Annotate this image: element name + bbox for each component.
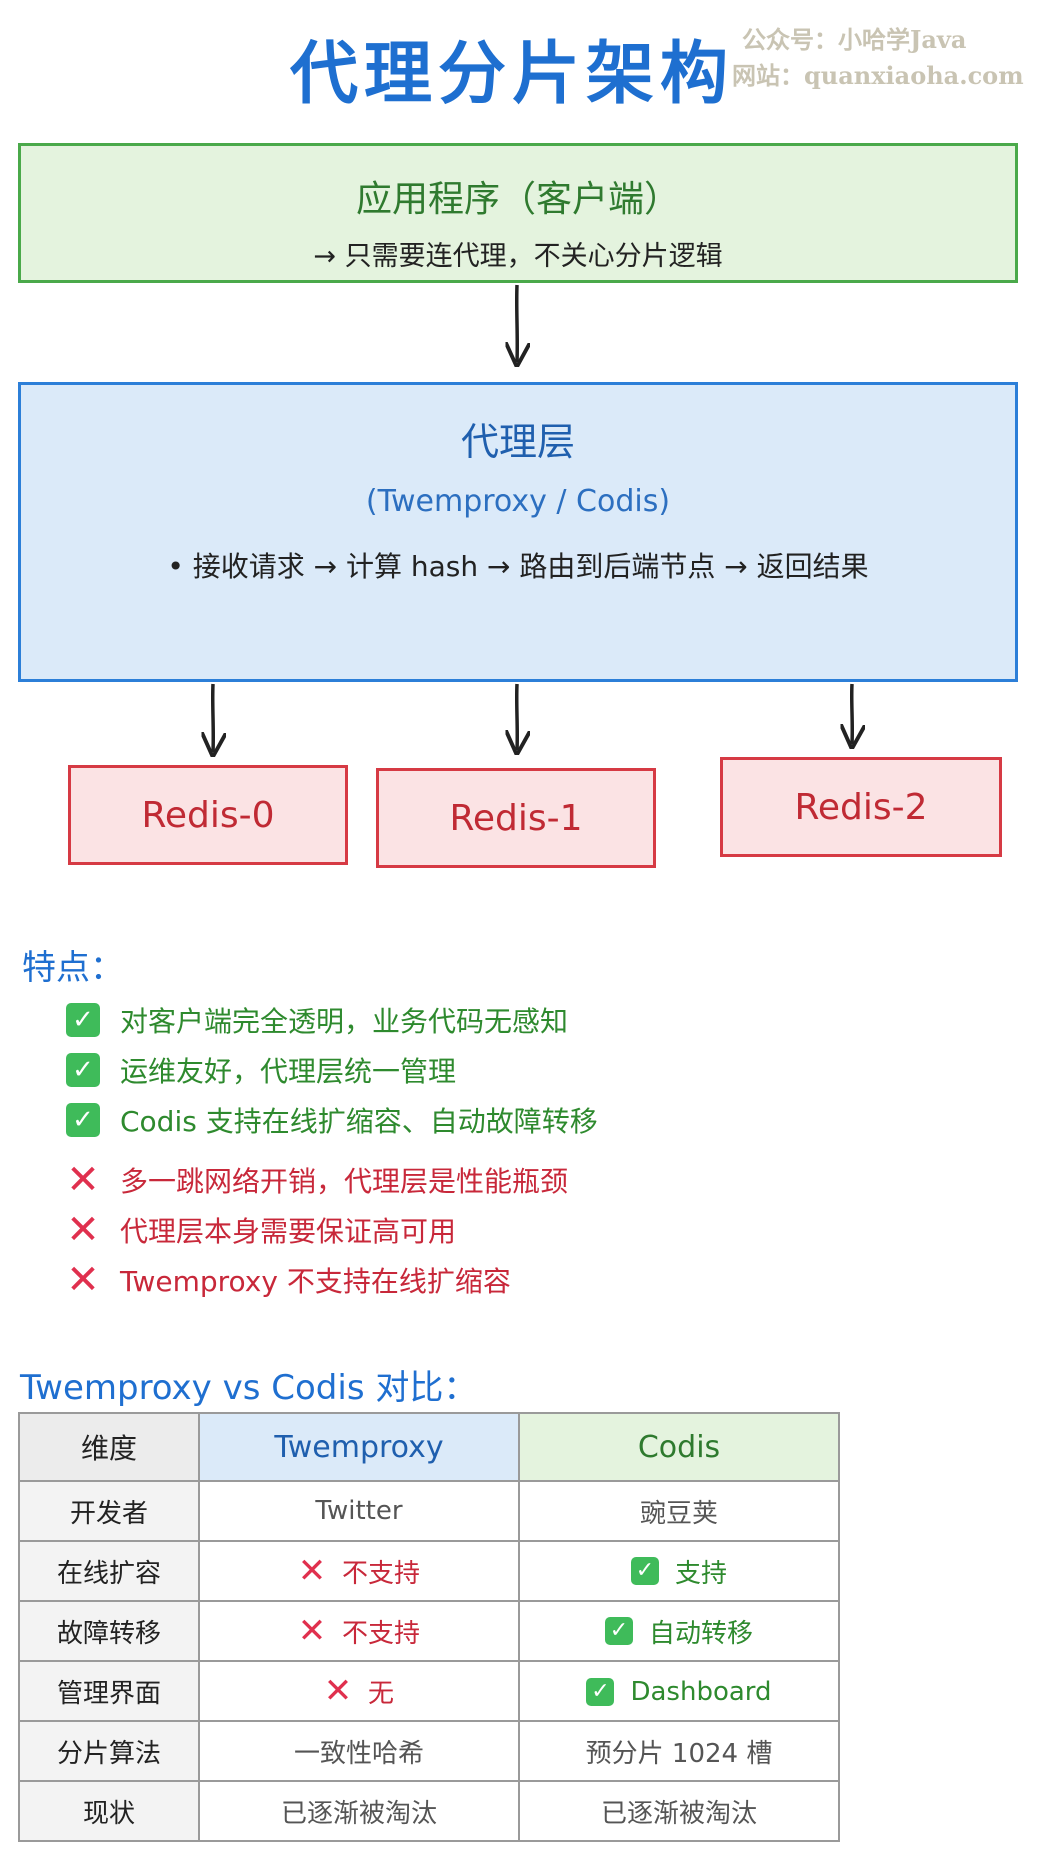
cell-codis: 豌豆荚 — [518, 1480, 840, 1542]
row-dimension: 故障转移 — [18, 1600, 200, 1662]
header-codis: Codis — [518, 1412, 840, 1482]
table-row: 现状 已逐渐被淘汰 已逐渐被淘汰 — [18, 1780, 840, 1842]
watermark-line-1: 公众号：小哈学Java — [742, 25, 967, 54]
feature-con-item: ✕ 多一跳网络开销，代理层是性能瓶颈 — [66, 1160, 568, 1200]
check-icon: ✓ — [66, 1053, 100, 1087]
cell-text: 一致性哈希 — [293, 1738, 424, 1769]
cell-text: Dashboard — [630, 1677, 772, 1707]
cell-text: Twitter — [315, 1496, 403, 1526]
row-dimension: 开发者 — [18, 1480, 200, 1542]
cross-icon: ✕ — [66, 1207, 100, 1253]
feature-con-text: Twemproxy 不支持在线扩缩容 — [120, 1265, 511, 1298]
client-app-title: 应用程序（客户端） — [355, 179, 680, 220]
client-app-subtitle: → 只需要连代理，不关心分片逻辑 — [313, 241, 723, 272]
row-dimension: 在线扩容 — [18, 1540, 200, 1602]
cross-icon: ✕ — [323, 1671, 353, 1711]
proxy-layer-flow: • 接收请求 → 计算 hash → 路由到后端节点 → 返回结果 — [167, 550, 869, 583]
check-icon: ✓ — [604, 1617, 633, 1645]
cell-codis: ✓ 支持 — [518, 1540, 840, 1602]
table-row: 故障转移 ✕ 不支持 ✓ 自动转移 — [18, 1600, 840, 1662]
cell-text: 预分片 1024 槽 — [585, 1738, 773, 1769]
cross-icon: ✕ — [66, 1157, 100, 1203]
feature-con-text: 多一跳网络开销，代理层是性能瓶颈 — [120, 1165, 569, 1198]
client-app-box: 应用程序（客户端） → 只需要连代理，不关心分片逻辑 — [18, 143, 1018, 283]
redis-node-2: Redis-2 — [720, 757, 1002, 857]
check-icon: ✓ — [630, 1557, 659, 1585]
cell-codis: ✓ 自动转移 — [518, 1600, 840, 1662]
feature-pro-text: 运维友好，代理层统一管理 — [120, 1055, 457, 1088]
check-icon: ✓ — [66, 1003, 100, 1037]
redis-node-0: Redis-0 — [68, 765, 348, 865]
row-dimension: 现状 — [18, 1780, 200, 1842]
cell-twemproxy: 一致性哈希 — [198, 1720, 520, 1782]
arrow-proxy-to-redis-0 — [213, 683, 214, 752]
cell-text: 支持 — [674, 1558, 727, 1589]
cell-codis: ✓ Dashboard — [518, 1660, 840, 1722]
proxy-layer-title: 代理层 — [460, 420, 575, 464]
watermark-line-2: 网站：quanxiaoha.com — [732, 61, 1024, 90]
check-icon: ✓ — [586, 1678, 615, 1706]
cell-text: 无 — [367, 1678, 394, 1709]
cell-text: 已逐渐被淘汰 — [600, 1798, 757, 1829]
table-row: 开发者 Twitter 豌豆荚 — [18, 1480, 840, 1542]
arrow-proxy-to-redis-2 — [852, 683, 853, 744]
header-twemproxy: Twemproxy — [198, 1412, 520, 1482]
feature-pro-item: ✓ Codis 支持在线扩缩容、自动故障转移 — [66, 1100, 598, 1140]
table-row: 在线扩容 ✕ 不支持 ✓ 支持 — [18, 1540, 840, 1602]
table-header-row: 维度 Twemproxy Codis — [18, 1412, 840, 1482]
cell-twemproxy: ✕ 不支持 — [198, 1600, 520, 1662]
cell-codis: 已逐渐被淘汰 — [518, 1780, 840, 1842]
cell-twemproxy: ✕ 不支持 — [198, 1540, 520, 1602]
proxy-layer-box: 代理层 (Twemproxy / Codis) • 接收请求 → 计算 hash… — [18, 382, 1018, 682]
redis-node-1: Redis-1 — [376, 768, 656, 868]
arrow-app-to-proxy — [517, 284, 518, 362]
cell-codis: 预分片 1024 槽 — [518, 1720, 840, 1782]
feature-pro-text: Codis 支持在线扩缩容、自动故障转移 — [120, 1105, 598, 1138]
comparison-table: 维度 Twemproxy Codis 开发者 Twitter 豌豆荚 在线扩容 … — [18, 1412, 840, 1842]
proxy-layer-subtitle: (Twemproxy / Codis) — [365, 484, 671, 519]
cell-text: 不支持 — [341, 1618, 420, 1649]
cell-twemproxy: Twitter — [198, 1480, 520, 1542]
cross-icon: ✕ — [66, 1257, 100, 1303]
page-title: 代理分片架构 — [290, 35, 735, 114]
feature-pro-item: ✓ 运维友好，代理层统一管理 — [66, 1050, 456, 1090]
feature-con-item: ✕ 代理层本身需要保证高可用 — [66, 1210, 456, 1250]
cell-text: 已逐渐被淘汰 — [280, 1798, 437, 1829]
feature-pro-text: 对客户端完全透明，业务代码无感知 — [120, 1005, 569, 1038]
cell-text: 不支持 — [341, 1558, 420, 1589]
header-dimension: 维度 — [18, 1412, 200, 1482]
cell-text: 自动转移 — [648, 1618, 753, 1649]
check-icon: ✓ — [66, 1103, 100, 1137]
feature-con-item: ✕ Twemproxy 不支持在线扩缩容 — [66, 1260, 511, 1300]
table-row: 管理界面 ✕无 ✓Dashboard — [18, 1660, 840, 1722]
cell-text: 豌豆荚 — [639, 1498, 718, 1529]
row-dimension: 管理界面 — [18, 1660, 200, 1722]
table-row: 分片算法 一致性哈希 预分片 1024 槽 — [18, 1720, 840, 1782]
arrow-proxy-to-redis-1 — [517, 683, 518, 750]
features-title: 特点： — [22, 948, 124, 988]
cross-icon: ✕ — [297, 1611, 327, 1651]
feature-pro-item: ✓ 对客户端完全透明，业务代码无感知 — [66, 1000, 568, 1040]
cell-twemproxy: 已逐渐被淘汰 — [198, 1780, 520, 1842]
cross-icon: ✕ — [297, 1551, 327, 1591]
row-dimension: 分片算法 — [18, 1720, 200, 1782]
comparison-title: Twemproxy vs Codis 对比： — [20, 1368, 478, 1408]
feature-con-text: 代理层本身需要保证高可用 — [120, 1215, 457, 1248]
cell-twemproxy: ✕无 — [198, 1660, 520, 1722]
